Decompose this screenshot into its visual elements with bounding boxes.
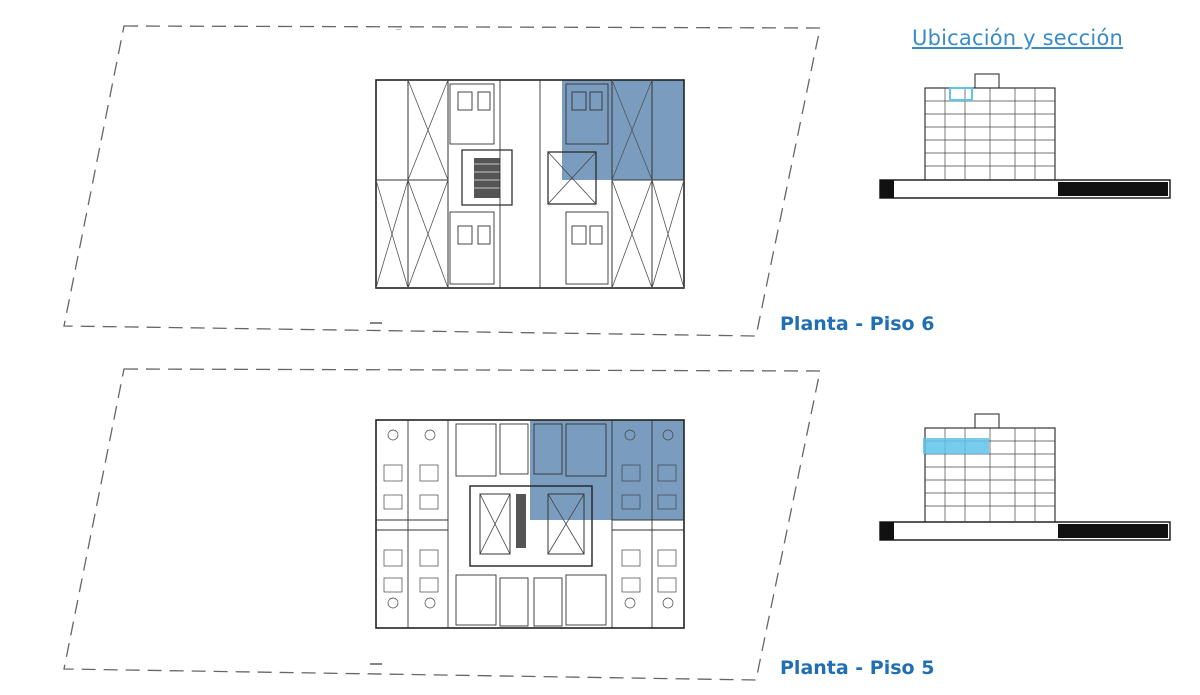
site-boundary-floor-5: [63, 368, 821, 681]
floor-plan-6: [375, 79, 685, 289]
site-boundary-floor-6: [63, 25, 821, 337]
floor-plan-5: [375, 419, 685, 629]
plan-label-floor-5: Planta - Piso 5: [780, 657, 935, 679]
highlighted-unit-floor-5: [530, 420, 684, 520]
section-elevation-floor-6: [879, 73, 1171, 199]
highlighted-unit-floor-6: [562, 80, 684, 180]
location-section-link[interactable]: Ubicación y sección: [912, 26, 1124, 50]
svg-text:—: —: [396, 27, 401, 33]
plan-label-floor-6: Planta - Piso 6: [780, 313, 935, 335]
section-elevation-floor-5: [879, 413, 1171, 541]
